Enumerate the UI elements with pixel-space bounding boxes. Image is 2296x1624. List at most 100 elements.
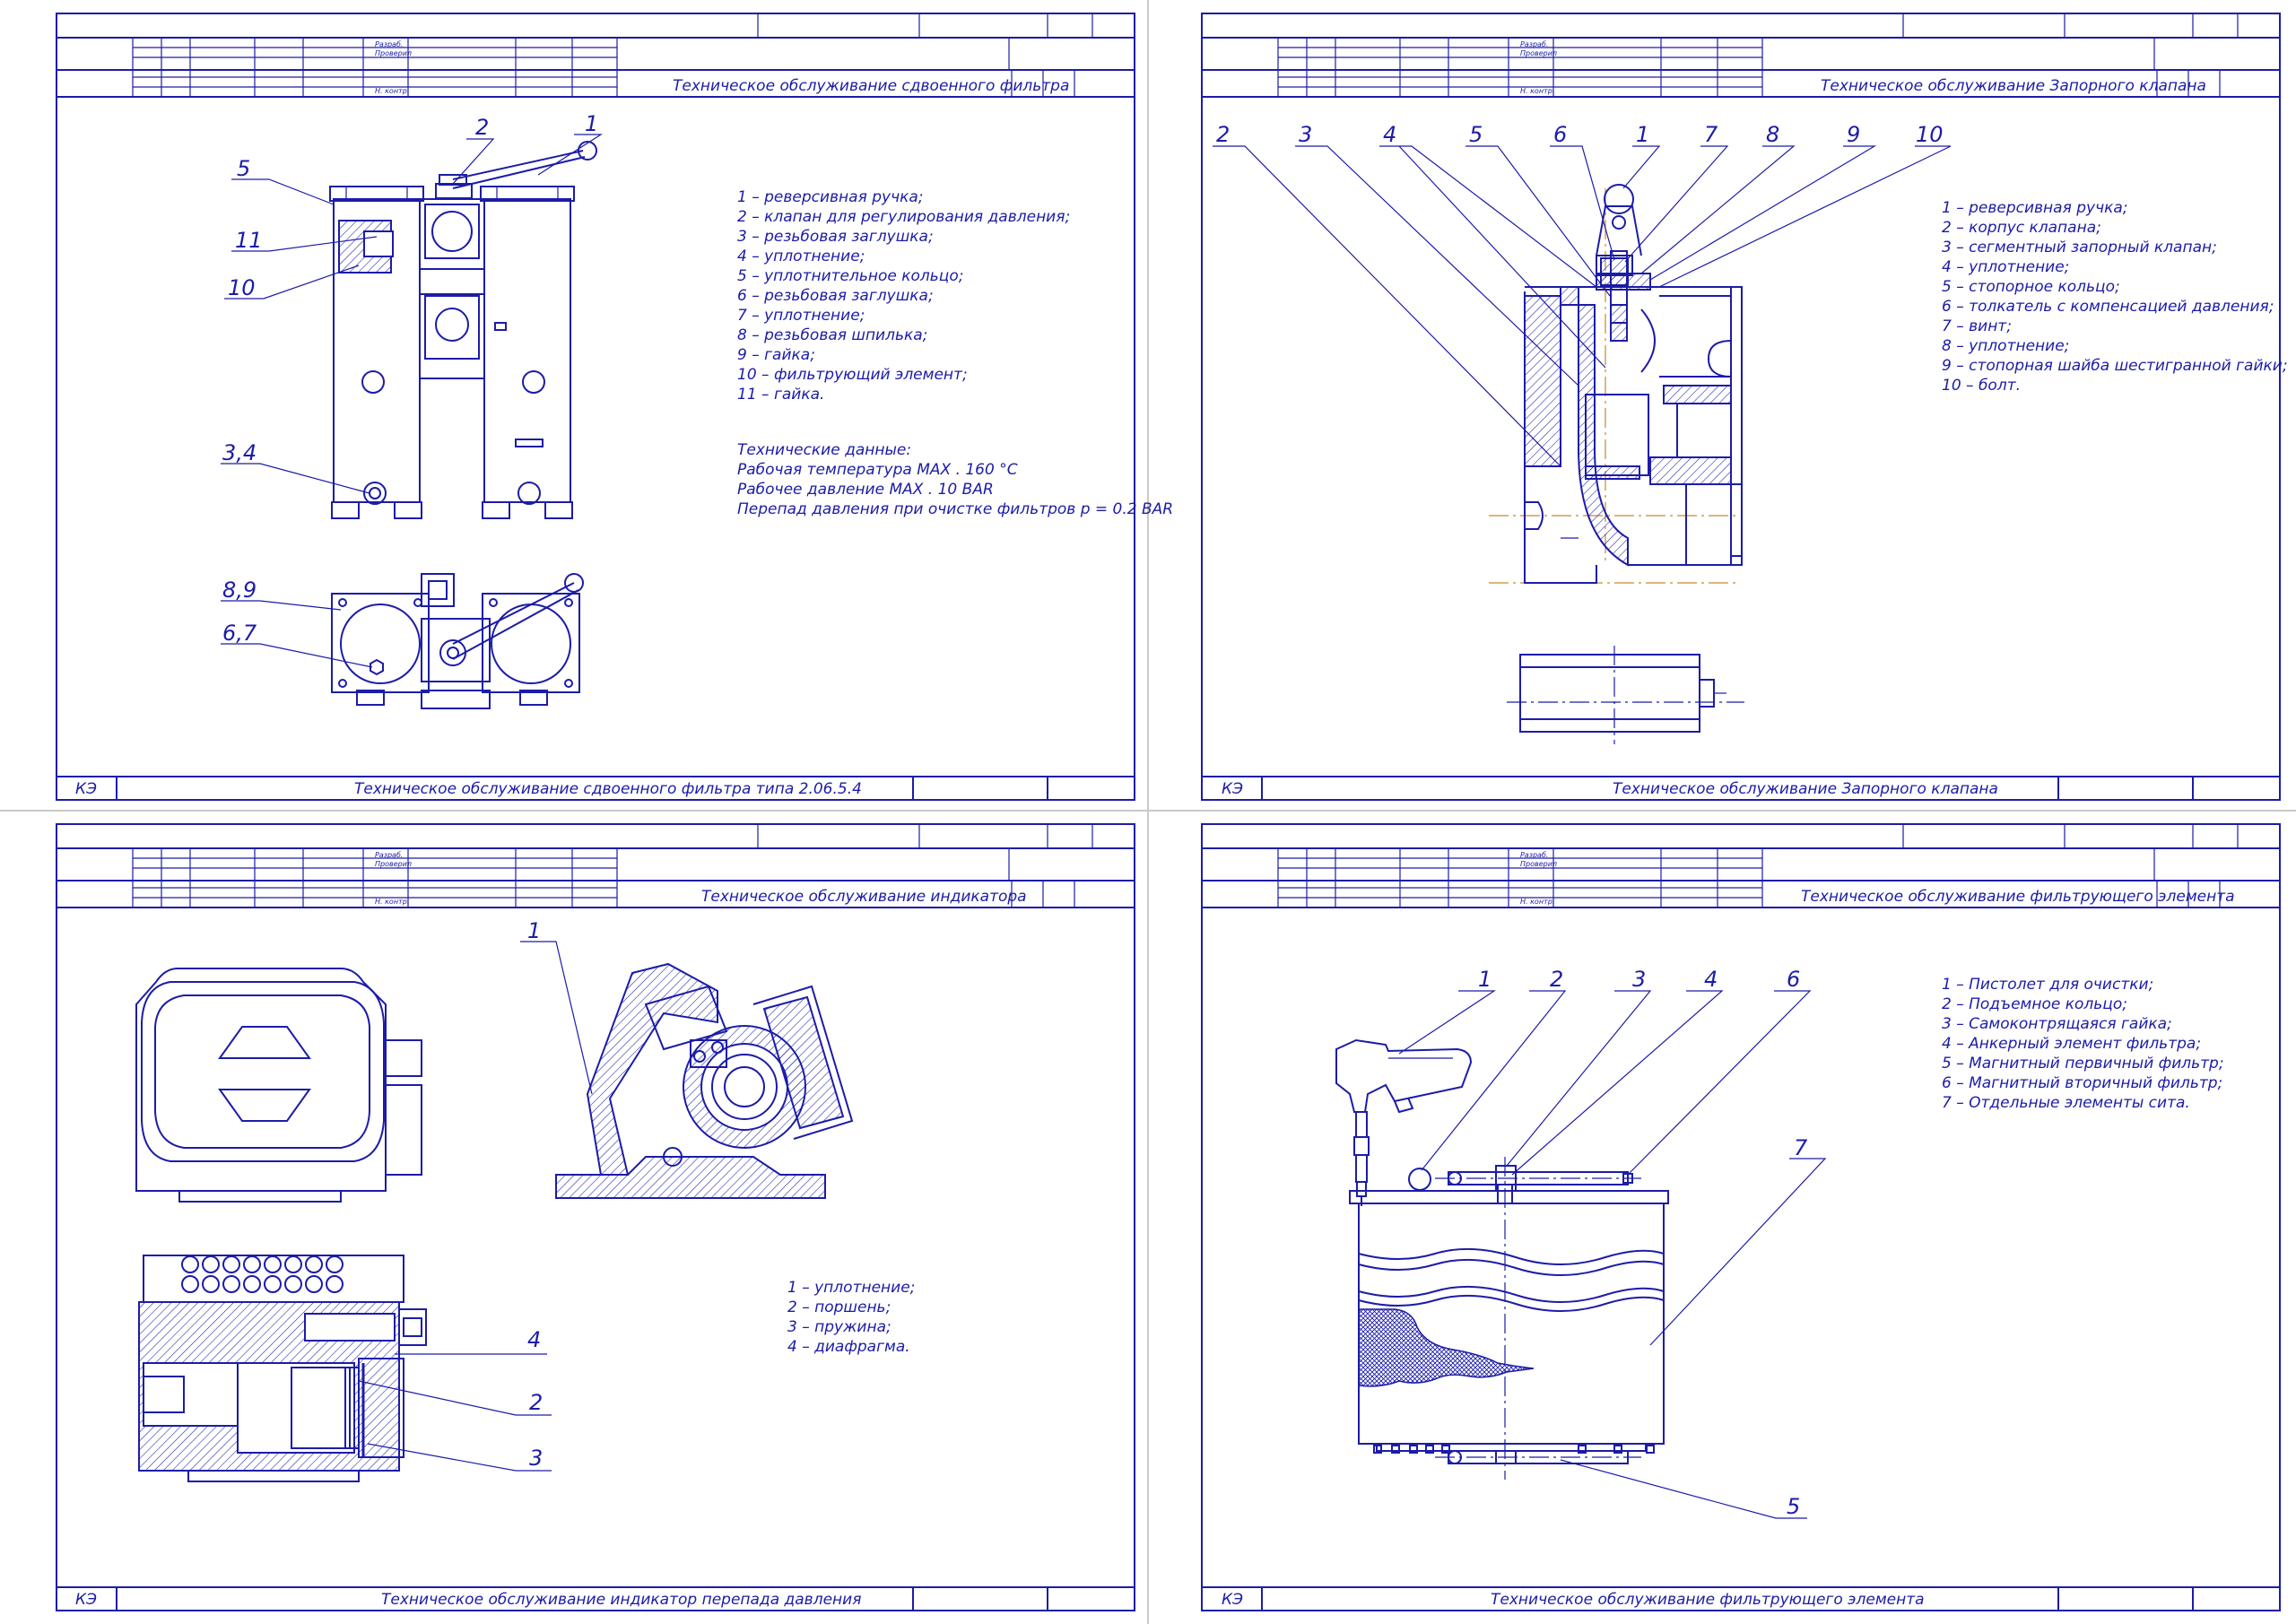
legend-item: 5 – Магнитный первичный фильтр; xyxy=(1942,1055,2224,1073)
filter-element-body xyxy=(1349,1157,1669,1480)
legend-item: 1 – Пистолет для очистки; xyxy=(1942,976,2153,994)
legend-item: 7 – Отдельные элементы сита. xyxy=(1942,1094,2190,1112)
title-block-bottom: КЭ Техническое обслуживание Запорного кл… xyxy=(1202,776,2280,800)
callout-1: 1 xyxy=(1636,122,1649,147)
legend-filter-element: 1 – Пистолет для очистки; 2 – Подъемное … xyxy=(1942,976,2224,1112)
callout-1: 1 xyxy=(585,111,598,136)
legend-item: 7 – уплотнение; xyxy=(737,307,865,325)
sheet-indicator: Разраб. Проверил Н. контр. Техническое о… xyxy=(56,823,1135,1611)
callout-2: 2 xyxy=(1216,122,1230,147)
legend-item: 8 – уплотнение; xyxy=(1942,337,2069,355)
legend-item: 2 – Подъемное кольцо; xyxy=(1942,995,2127,1013)
stamp-label-developer: Разраб. xyxy=(1520,851,1548,859)
callout-1: 1 xyxy=(527,918,541,943)
legend-item: 2 – поршень; xyxy=(787,1298,891,1316)
footer-title: Техническое обслуживание индикатор переп… xyxy=(381,1591,861,1609)
duplex-filter-front-view xyxy=(329,141,597,519)
callout-9: 9 xyxy=(1847,122,1860,147)
callout-5: 5 xyxy=(237,156,250,181)
stamp-label-developer: Разраб. xyxy=(375,40,403,48)
callouts-filter-element: 1 2 3 4 6 7 5 xyxy=(1398,967,1827,1519)
sheet-frame xyxy=(56,13,1135,801)
indicator-display-cells xyxy=(181,1255,344,1293)
sheet-frame xyxy=(1201,823,2281,1611)
stamp-label-norm-control: Н. контр. xyxy=(375,87,409,95)
legend-item: 2 – клапан для регулирования давления; xyxy=(737,208,1070,226)
legend-indicator: 1 – уплотнение; 2 – поршень; 3 – пружина… xyxy=(787,1279,915,1356)
tech-data-title: Технические данные: xyxy=(737,441,911,459)
legend-item: 3 – сегментный запорный клапан; xyxy=(1942,239,2217,256)
sheet-header-title: Техническое обслуживание сдвоенного филь… xyxy=(673,77,1069,95)
sheet-frame xyxy=(56,823,1135,1611)
sheet-header-title: Техническое обслуживание индикатора xyxy=(701,888,1027,906)
callout-3: 3 xyxy=(1632,967,1646,992)
legend-item: 4 – Анкерный элемент фильтра; xyxy=(1942,1035,2201,1053)
callout-7: 7 xyxy=(1704,122,1718,147)
callout-2: 2 xyxy=(475,115,489,140)
legend-item: 8 – резьбовая шпилька; xyxy=(737,326,927,344)
legend-item: 6 – толкатель с компенсацией давления; xyxy=(1942,298,2274,316)
legend-item: 1 – уплотнение; xyxy=(787,1279,915,1297)
sheet-header-title: Техническое обслуживание фильтрующего эл… xyxy=(1801,888,2235,906)
shutoff-valve-top-view xyxy=(1507,646,1744,744)
legend-item: 10 – фильтрующий элемент; xyxy=(737,366,968,384)
stamp-label-checker: Проверил xyxy=(375,860,412,868)
callouts-indicator: 1 4 2 3 xyxy=(358,918,593,1472)
legend-item: 5 – стопорное кольцо; xyxy=(1942,278,2120,296)
stamp-label-developer: Разраб. xyxy=(1520,40,1548,48)
cleaning-gun xyxy=(1335,1038,1473,1206)
indicator-front-view xyxy=(135,968,422,1203)
footer-code: КЭ xyxy=(1222,1591,1243,1609)
callout-8: 8 xyxy=(1766,122,1779,147)
stamp-label-developer: Разраб. xyxy=(375,851,403,859)
title-block-bottom: КЭ Техническое обслуживание фильтрующего… xyxy=(1202,1586,2280,1611)
tech-data-pressure: Рабочее давление MAX . 10 BAR xyxy=(737,481,994,499)
stamp-label-checker: Проверил xyxy=(1520,49,1557,57)
sheet-header-title: Техническое обслуживание Запорного клапа… xyxy=(1821,77,2206,95)
sheet-filter-element: Разраб. Проверил Н. контр. Техническое о… xyxy=(1201,823,2281,1611)
title-block-top: Разраб. Проверил Н. контр. Техническое о… xyxy=(57,13,1135,98)
callouts-duplex-filter: 2 1 5 11 10 3,4 8,9 6,7 xyxy=(221,111,604,668)
legend-item: 7 – винт; xyxy=(1942,317,2012,335)
stamp-label-checker: Проверил xyxy=(1520,860,1557,868)
footer-title: Техническое обслуживание фильтрующего эл… xyxy=(1491,1591,1925,1609)
footer-title: Техническое обслуживание Запорного клапа… xyxy=(1613,780,1998,798)
title-block-top: Разраб. Проверил Н. контр. Техническое о… xyxy=(1202,824,2280,908)
callouts-shutoff-valve: 2 3 4 5 6 1 7 8 9 10 xyxy=(1213,122,1952,467)
legend-item: 9 – гайка; xyxy=(737,346,815,364)
footer-code: КЭ xyxy=(1222,780,1243,798)
legend-item: 6 – резьбовая заглушка; xyxy=(737,287,934,305)
callout-3-4: 3,4 xyxy=(222,440,257,465)
legend-item: 6 – Магнитный вторичный фильтр; xyxy=(1942,1074,2222,1092)
sheet-shutoff-valve: Разраб. Проверил Н. контр. Техническое о… xyxy=(1201,13,2288,801)
callout-1: 1 xyxy=(1478,967,1492,992)
callout-6-7: 6,7 xyxy=(222,621,257,646)
indicator-longitudinal-section xyxy=(138,1255,427,1482)
callout-6: 6 xyxy=(1553,122,1567,147)
sheet-duplex-filter: Разраб. Проверил Н. контр. Техническое о… xyxy=(56,13,1173,801)
tech-data-pressure-drop: Перепад давления при очистке фильтров p … xyxy=(737,500,1173,518)
callout-7: 7 xyxy=(1794,1135,1808,1160)
legend-item: 11 – гайка. xyxy=(737,386,824,404)
indicator-section-view xyxy=(555,962,854,1199)
stamp-label-norm-control: Н. контр. xyxy=(1520,87,1554,95)
legend-item: 9 – стопорная шайба шестигранной гайки; xyxy=(1942,357,2288,375)
title-block-top: Разраб. Проверил Н. контр. Техническое о… xyxy=(1202,13,2280,98)
legend-item: 2 – корпус клапана; xyxy=(1942,219,2101,237)
sheet-frame xyxy=(1201,13,2281,801)
title-block-top: Разраб. Проверил Н. контр. Техническое о… xyxy=(57,824,1135,908)
callout-2: 2 xyxy=(529,1390,543,1415)
callout-3: 3 xyxy=(1299,122,1312,147)
legend-item: 4 – диафрагма. xyxy=(787,1338,910,1356)
legend-item: 3 – резьбовая заглушка; xyxy=(737,228,934,246)
footer-code: КЭ xyxy=(75,780,97,798)
legend-duplex-filter: 1 – реверсивная ручка; 2 – клапан для ре… xyxy=(737,188,1173,518)
stamp-label-norm-control: Н. контр. xyxy=(1520,898,1554,906)
legend-item: 3 – Самоконтрящаяся гайка; xyxy=(1942,1015,2172,1033)
title-block-bottom: КЭ Техническое обслуживание индикатор пе… xyxy=(57,1586,1135,1611)
callout-10: 10 xyxy=(1916,122,1944,147)
footer-title: Техническое обслуживание сдвоенного филь… xyxy=(354,780,862,798)
legend-shutoff-valve: 1 – реверсивная ручка; 2 – корпус клапан… xyxy=(1942,199,2288,395)
callout-10: 10 xyxy=(228,275,256,300)
legend-item: 1 – реверсивная ручка; xyxy=(1942,199,2128,217)
